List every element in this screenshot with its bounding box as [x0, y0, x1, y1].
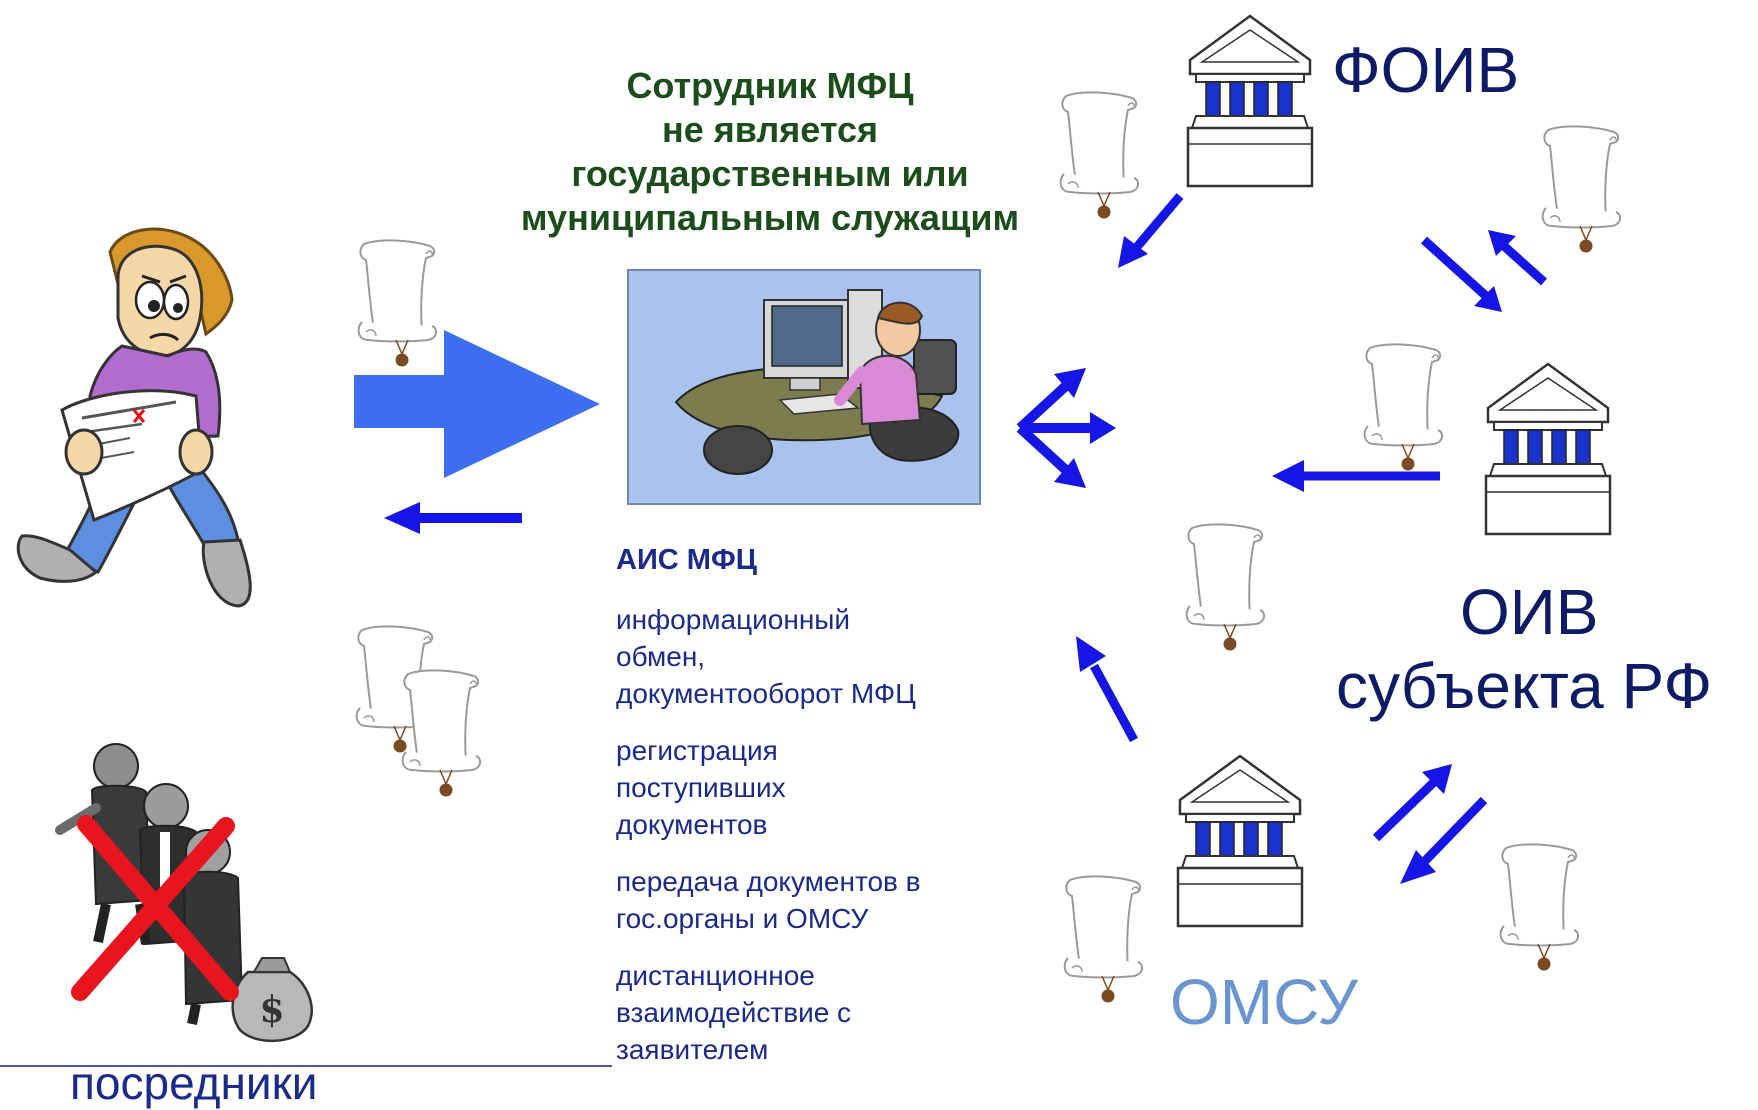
mfc-operator-icon — [627, 269, 981, 505]
document-icon — [1541, 125, 1622, 254]
oiv-building-icon — [1484, 362, 1612, 536]
ais-item: дистанционное взаимодействие с заявителе… — [616, 960, 852, 1065]
intermediaries-icon: $ — [55, 743, 313, 1042]
note-line: Сотрудник МФЦ — [626, 65, 914, 106]
employee-status-note: Сотрудник МФЦ не является государственны… — [490, 64, 1050, 240]
intermediaries-label: посредники — [70, 1057, 318, 1109]
ais-item: регистрация поступивших документов — [616, 735, 786, 840]
big-arrow-to-mfc — [354, 330, 600, 478]
document-icon — [1063, 875, 1144, 1004]
ais-title: АИС МФЦ — [616, 544, 757, 576]
applicant-icon — [16, 227, 252, 608]
document-icon — [357, 239, 438, 368]
document-icon — [1185, 523, 1266, 652]
document-icon — [401, 669, 482, 798]
ais-block: АИС МФЦ информационный обмен, документоо… — [616, 544, 1016, 1068]
arrow-foiv-to-mfc — [1118, 193, 1184, 268]
document-icon — [1059, 91, 1140, 220]
oiv-subject-label: субъекта РФ — [1336, 650, 1713, 722]
svg-text:$: $ — [259, 989, 284, 1031]
document-icon — [1363, 343, 1444, 472]
arrow-to-applicant — [384, 502, 522, 534]
omsu-building-icon — [1176, 754, 1304, 928]
note-line: государственным или — [571, 153, 969, 194]
ais-item: информационный обмен, документооборот МФ… — [616, 604, 916, 709]
arrows-foiv-oiv — [1420, 230, 1548, 312]
arrow-distribution-icon — [1016, 368, 1116, 488]
oiv-label: ОИВ — [1460, 576, 1599, 648]
note-line: не является — [661, 109, 879, 150]
arrow-oiv-to-mfc — [1272, 460, 1440, 492]
foiv-building-icon — [1186, 14, 1314, 188]
foiv-label: ФОИВ — [1332, 34, 1520, 106]
arrow-omsu-to-mfc — [1076, 636, 1138, 743]
note-line: муниципальным служащим — [520, 197, 1020, 238]
document-icon — [1499, 843, 1580, 972]
omsu-label: ОМСУ — [1170, 966, 1358, 1038]
ais-item: передача документов в гос.органы и ОМСУ — [616, 866, 921, 934]
arrows-omsu-oiv — [1372, 764, 1488, 884]
